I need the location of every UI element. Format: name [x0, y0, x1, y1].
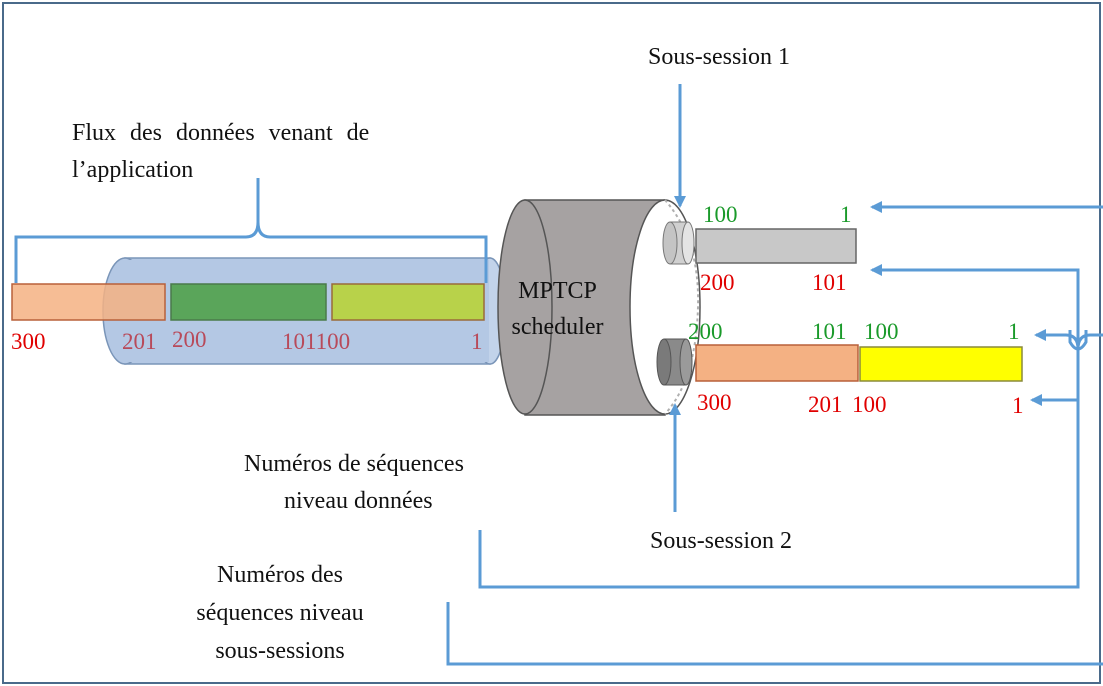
data-seq-label-line1: Numéros de séquences	[244, 451, 464, 477]
app-flow-label-line2: l’application	[72, 157, 194, 183]
subflow-seq-label-line2: séquences niveau	[196, 600, 364, 626]
ss1-green-1: 1	[840, 202, 852, 227]
app-num-201: 201	[122, 329, 157, 354]
ss1-green-100: 100	[703, 202, 738, 227]
ss2-red-1: 1	[1012, 393, 1024, 418]
subflow-seq-label-line1: Numéros des	[217, 562, 343, 588]
subsession2-port	[656, 338, 693, 386]
application-brace	[14, 178, 488, 283]
app-segment-300-201	[11, 283, 166, 321]
subsession2-segment-300-201	[695, 344, 859, 382]
scheduler-label-line1: MPTCP	[518, 278, 597, 304]
subsession1-segment	[695, 228, 857, 264]
subsession2-segment-100-1	[859, 346, 1023, 382]
data-seq-connector	[478, 264, 1080, 589]
subsession1-label: Sous-session 1	[648, 44, 791, 70]
subflow-seq-connector	[446, 602, 1103, 666]
subflow-seq-label-line3: sous-sessions	[215, 638, 345, 664]
app-segment-200-101	[170, 283, 327, 321]
subsession1-port	[662, 221, 695, 265]
ss2-green-1: 1	[1008, 319, 1020, 344]
mptcp-scheduler	[497, 199, 701, 416]
ss2-green-100: 100	[864, 319, 899, 344]
wire-crossing-hop	[1068, 330, 1088, 351]
app-num-1: 1	[471, 329, 483, 354]
app-num-300: 300	[11, 329, 46, 354]
ss2-red-100: 100	[852, 392, 887, 417]
ss2-green-200: 200	[688, 319, 723, 344]
app-segment-100-1	[331, 283, 485, 321]
ss1-red-200: 200	[700, 270, 735, 295]
subsession2-label: Sous-session 2	[650, 528, 793, 554]
ss2-green-101: 101	[812, 319, 847, 344]
app-num-200: 200	[172, 327, 207, 352]
ss2-red-300: 300	[697, 390, 732, 415]
app-flow-label-line1: Flux des données venant de	[72, 120, 370, 146]
ss2-red-201: 201	[808, 392, 843, 417]
data-seq-label-line2: niveau données	[284, 488, 433, 514]
ss1-red-101: 101	[812, 270, 847, 295]
app-num-101100: 101100	[282, 329, 351, 354]
scheduler-label-line2: scheduler	[511, 314, 604, 340]
